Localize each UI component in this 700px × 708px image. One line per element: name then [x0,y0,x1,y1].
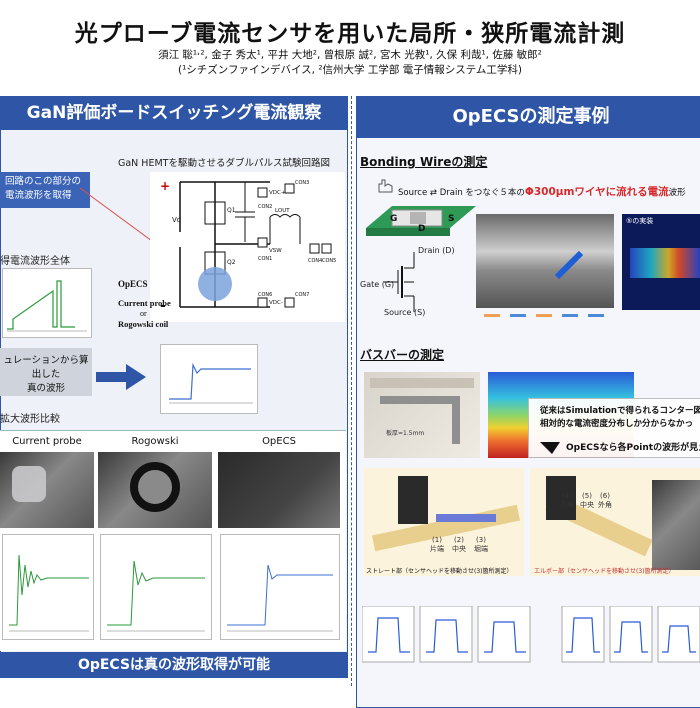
circuit-title: GaN HEMTを駆動させるダブルパルス試験回路図 [118,158,330,169]
gate-label: Gate (G) [360,280,395,289]
hand-icon [378,179,393,193]
thumb-4 [561,606,605,663]
busbar-ruler [370,378,474,388]
busbar-note-line2: 相対的な電流密度分布しか分からなかっ [540,419,694,429]
arrow-right [96,364,146,390]
busbar-thickness-label: 板厚=1.5mm [386,430,425,437]
source-label: Source (S) [384,308,426,317]
compare-label: 拡大波形比較 [0,414,60,425]
probe-body [12,466,46,502]
svg-text:CON1: CON1 [258,256,272,262]
thumb-6 [657,606,700,663]
thumb-3 [477,606,531,663]
wire-result-label: ⑤の実装 [626,217,654,225]
thumb-2 [419,606,473,663]
poster-affiliations: (¹シチズンファインデバイス, ²信州大学 工学部 電子情報システム工学科) [177,64,522,76]
chip-label-d: D [418,224,426,234]
wire-result-trace [630,248,700,278]
left-panel-footer: OpECSは真の波形取得が可能 [0,652,348,678]
svg-text:LOUT: LOUT [275,208,290,214]
circuit-diagram: + - Vd Q1 Q2 VDC+ VDC- VSW LOUT CON1 CON… [150,172,345,322]
current-probe-waveform [2,534,94,640]
elbow-point-4: (4) 内角 [560,492,574,509]
elbow-point-6: (6) 外角 [598,492,612,509]
elbow-photo [652,480,700,570]
straight-point-2: (2) 中央 [452,536,466,553]
elbow-point-5: (5) 中央 [580,492,594,509]
column-divider [351,96,354,686]
straight-caption: ストレート部（センサヘッドを移動させ(3)箇所測定） [366,568,513,575]
bonding-desc-prefix: Source ⇄ Drain をつなぐ５本の [398,188,525,198]
straight-tip [436,514,496,522]
bonding-desc-suffix: 波形 [668,188,686,198]
simulation-label-box: ュレーションから算出した 真の波形 [0,348,92,396]
svg-text:VDC+: VDC+ [269,190,286,196]
poster-title: 光プローブ電流センサを用いた局所・狭所電流計測 [74,21,626,47]
svg-text:Q1: Q1 [227,207,236,214]
column-header-current-probe: Current probe [0,434,94,450]
straight-point-1: (1) 片端 [430,536,444,553]
current-probe-circuit-label: Current probe [118,298,171,308]
svg-text:CON6: CON6 [258,292,272,298]
elbow-sensor [546,476,576,520]
rogowski-waveform [100,534,212,640]
svg-text:CON2: CON2 [258,204,272,210]
elbow-caption: エルボー部（センサヘッドを移動させ(3)箇所測定） [534,568,675,575]
straight-sensor [398,476,428,524]
rogowski-circuit-label: Rogowski coil [118,319,169,329]
transistor-symbol [384,252,415,312]
left-panel-heading: GaN評価ボードスイッチング電流観察 [0,96,348,130]
svg-text:CON5: CON5 [322,258,336,264]
svg-text:-: - [160,298,166,314]
opecs-waveform [220,534,340,640]
busbar-bar-vertical [452,396,460,444]
legend-swatch-1 [484,314,500,317]
thumb-1 [362,606,415,663]
svg-text:CON7: CON7 [295,292,309,298]
legend-swatch-4 [562,314,578,317]
column-header-rogowski: Rogowski [98,434,212,450]
simulated-waveform-graph [160,344,258,414]
poster-authors: 須江 聡¹˒², 金子 秀太¹, 平井 大地², 曾根原 誠², 宮木 光教¹,… [158,49,542,61]
thumb-5 [609,606,653,663]
bonding-description: Source ⇄ Drain をつなぐ５本のΦ300μmワイヤに流れる電流波形 [398,184,686,199]
busbar-note-line1: 従来はSimulationで得られるコンター図に [540,406,700,416]
opecs-circuit-label: OpECS [118,279,148,289]
wire-color-legend [484,314,608,318]
svg-text:CON3: CON3 [295,180,309,186]
right-panel-heading: OpECSの測定事例 [356,96,700,138]
chip-label-s: S [448,214,455,224]
full-waveform-graph [2,268,92,338]
svg-text:Vd: Vd [172,216,181,224]
bonding-wire-title: Bonding Wireの測定 [360,155,488,169]
bonding-desc-highlight: Φ300μmワイヤに流れる電流 [524,186,669,198]
chip-illustration [366,206,476,236]
svg-text:VDC-: VDC- [269,300,283,306]
chip-label-g: G [390,214,398,224]
opecs-photo [218,452,340,528]
busbar-note-line3: OpECSなら各Pointの波形が見え [566,443,700,453]
measured-waveform-label: 得電流波形全体 [0,256,70,267]
svg-text:+: + [160,179,170,193]
bonding-wire-photo [476,214,614,308]
legend-swatch-5 [588,314,604,317]
rogowski-coil-ring [130,462,180,512]
busbar-waveform-thumbnails [362,606,700,663]
column-header-opecs: OpECS [218,434,340,450]
busbar-note-arrow [540,442,560,454]
svg-text:CON4: CON4 [308,258,322,264]
svg-text:Q2: Q2 [227,259,236,266]
drain-label: Drain (D) [418,246,455,255]
or-circuit-label: or [140,309,147,318]
svg-text:VSW: VSW [269,248,282,254]
legend-swatch-2 [510,314,526,317]
legend-swatch-3 [536,314,552,317]
busbar-title: バスバーの測定 [360,348,445,362]
callout-box: 回路のこの部分の 電流波形を取得 [0,172,90,208]
straight-point-3: (3) 堀端 [474,536,488,553]
busbar-note-box [528,398,700,458]
busbar-bar [380,396,460,404]
